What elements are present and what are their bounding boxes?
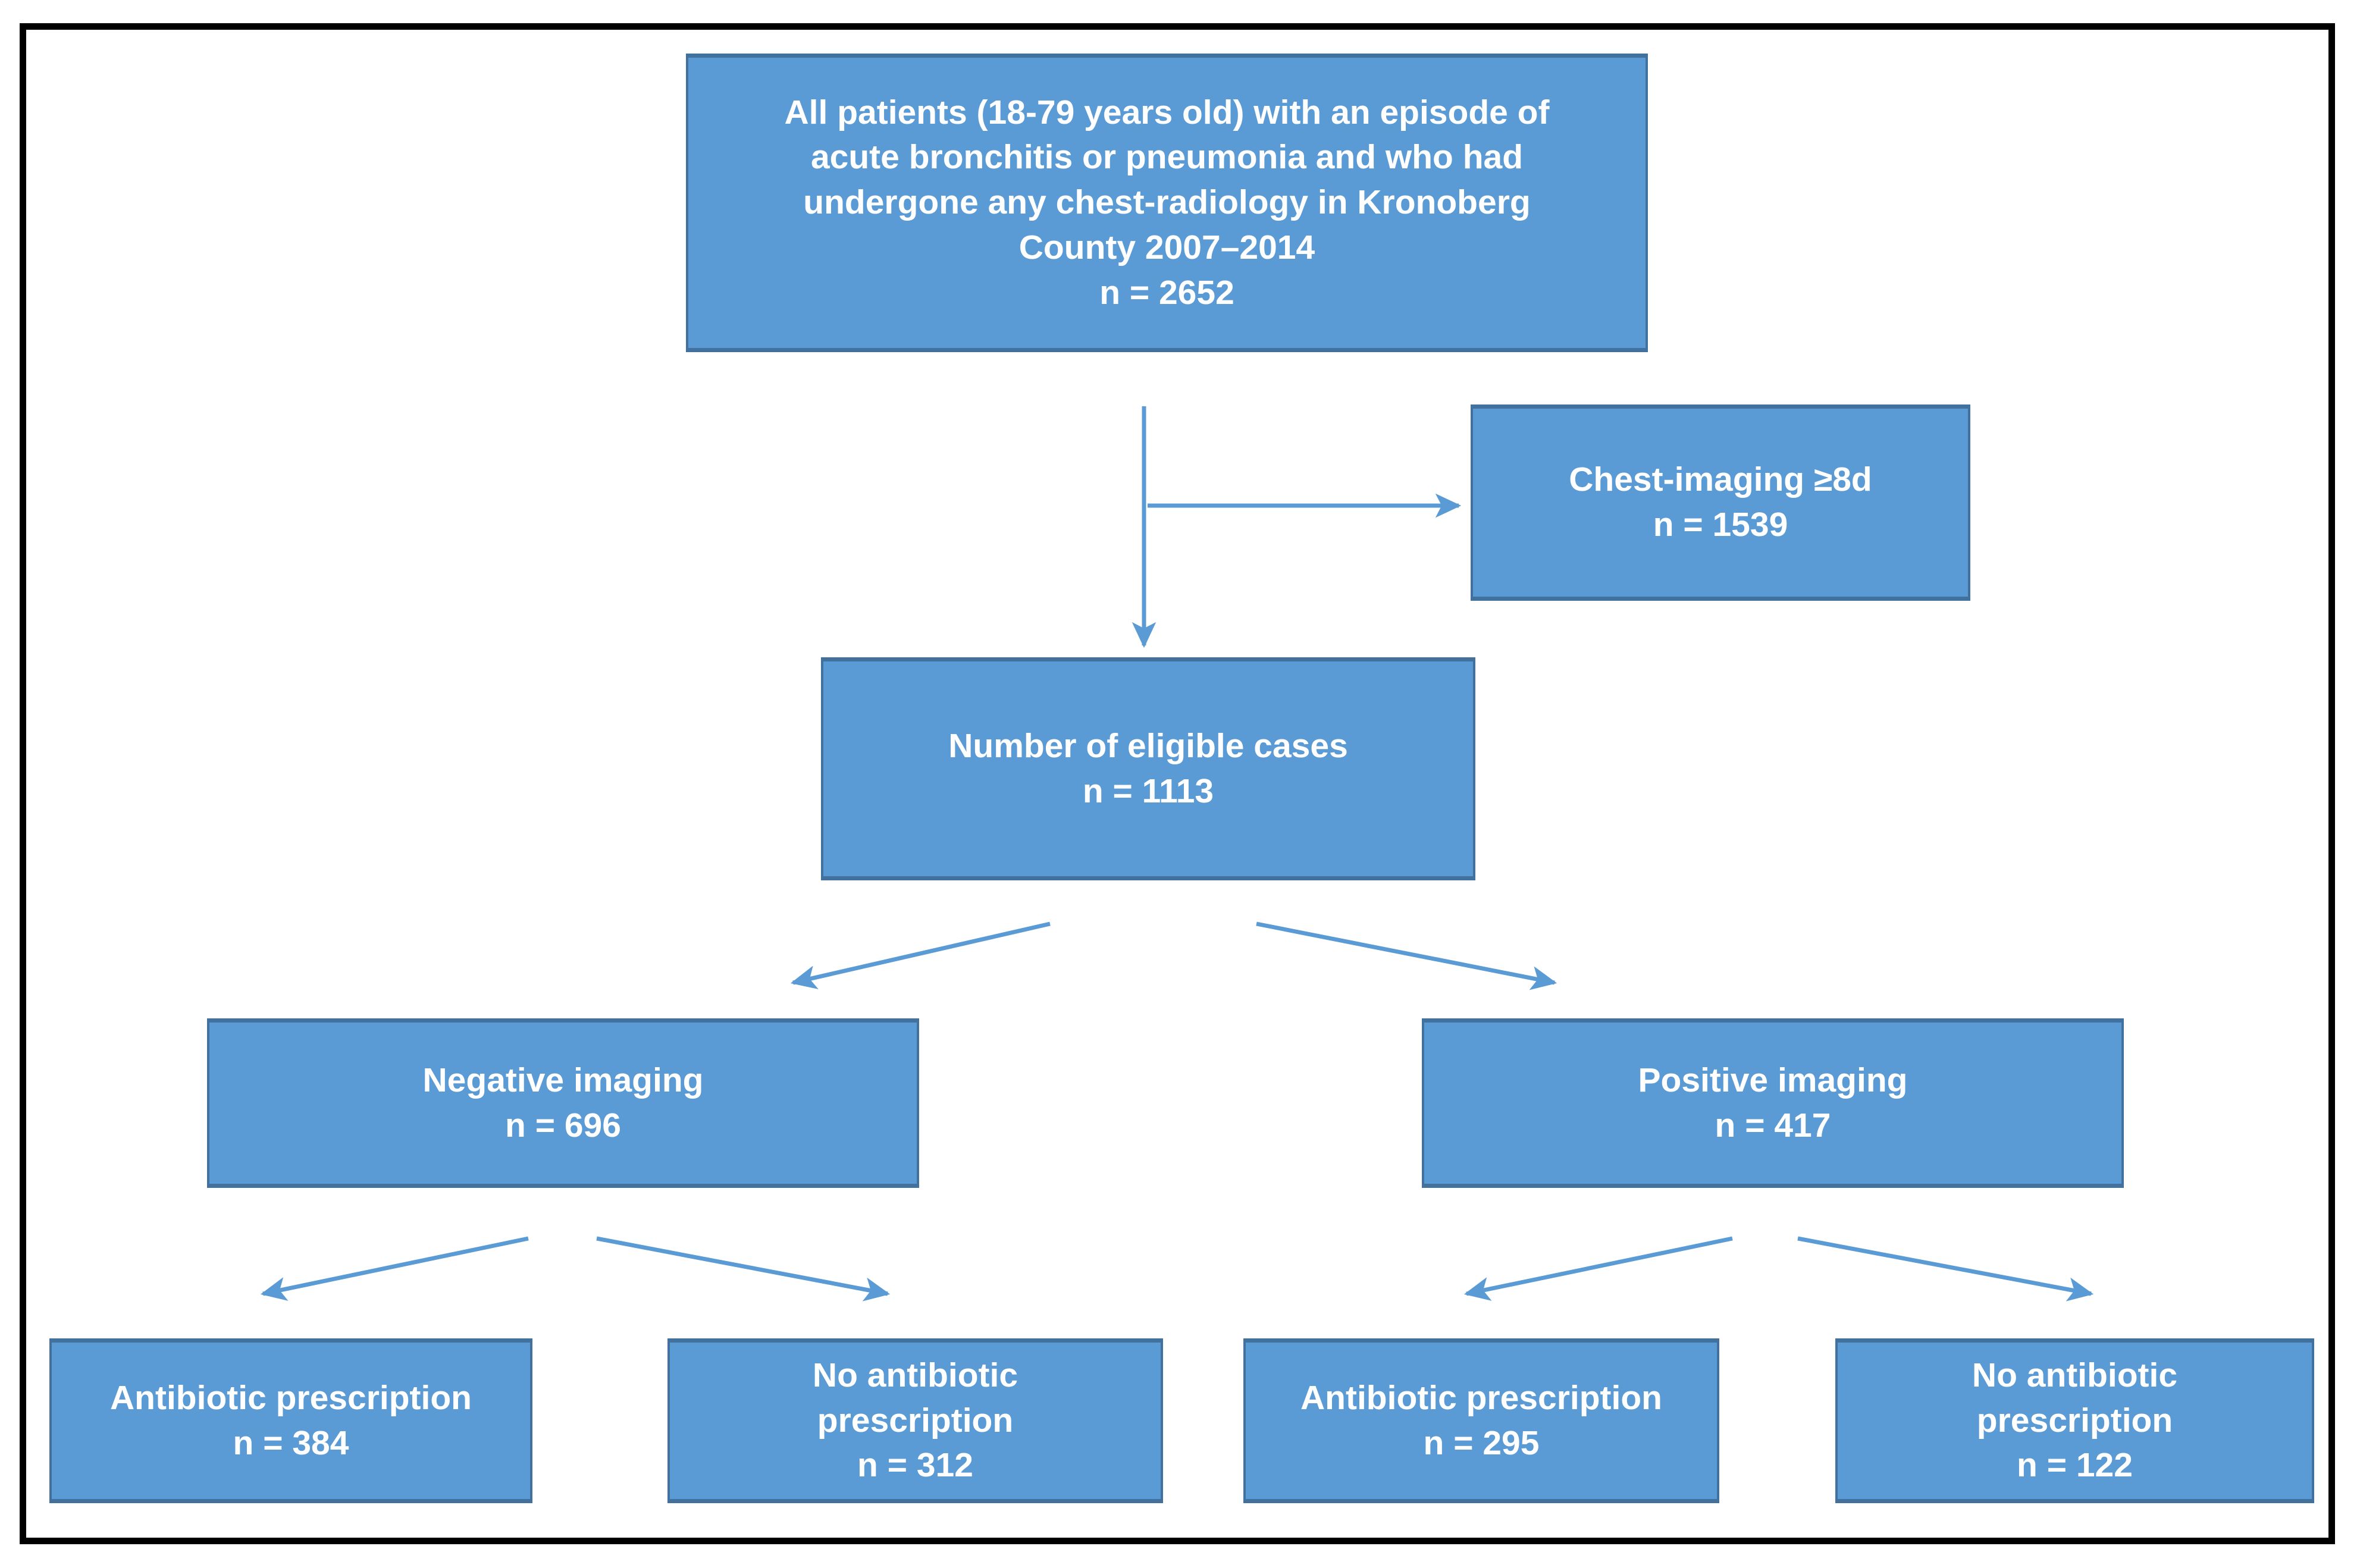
node-positive-imaging-count: n = 417	[1715, 1106, 1831, 1144]
node-positive-imaging-label: Positive imaging	[1638, 1061, 1908, 1099]
node-all-patients-line-1: All patients (18-79 years old) with an e…	[784, 93, 1550, 131]
node-eligible-cases-label: Number of eligible cases	[948, 726, 1348, 765]
node-all-patients-count: n = 2652	[1099, 273, 1234, 312]
node-negative-imaging-label: Negative imaging	[422, 1061, 704, 1099]
node-all-patients-line-2: acute bronchitis or pneumonia and who ha…	[810, 138, 1524, 177]
figure-outer-border	[20, 23, 2335, 1544]
node-negative-no-antibiotic-prescription[interactable]: No antibiotic prescription n = 312	[667, 1338, 1163, 1503]
node-chest-imaging-8d[interactable]: Chest-imaging ≥8d n = 1539	[1471, 404, 1970, 601]
node-negative-no-antibiotic-count: n = 312	[857, 1446, 973, 1485]
node-positive-no-antibiotic-line-2: prescription	[1976, 1401, 2173, 1440]
node-negative-antibiotic-prescription[interactable]: Antibiotic prescription n = 384	[49, 1338, 532, 1503]
node-eligible-cases[interactable]: Number of eligible cases n = 1113	[821, 657, 1475, 880]
node-positive-antibiotic-count: n = 295	[1423, 1423, 1540, 1462]
node-positive-no-antibiotic-count: n = 122	[2017, 1446, 2133, 1485]
node-eligible-cases-count: n = 1113	[1082, 772, 1214, 810]
node-positive-antibiotic-label: Antibiotic prescription	[1300, 1378, 1663, 1417]
node-chest-imaging-8d-label: Chest-imaging ≥8d	[1569, 460, 1872, 499]
node-negative-imaging[interactable]: Negative imaging n = 696	[207, 1018, 919, 1188]
node-positive-antibiotic-prescription[interactable]: Antibiotic prescription n = 295	[1243, 1338, 1719, 1503]
node-negative-antibiotic-label: Antibiotic prescription	[109, 1378, 472, 1417]
node-negative-antibiotic-count: n = 384	[233, 1423, 349, 1462]
node-all-patients-line-3: undergone any chest-radiology in Kronobe…	[803, 183, 1531, 222]
node-chest-imaging-8d-count: n = 1539	[1653, 506, 1788, 544]
node-all-patients-line-4: County 2007–2014	[1018, 228, 1315, 266]
node-positive-no-antibiotic-line-1: No antibiotic	[1972, 1356, 2178, 1394]
node-all-patients[interactable]: All patients (18-79 years old) with an e…	[686, 54, 1648, 352]
node-negative-imaging-count: n = 696	[505, 1106, 621, 1144]
node-negative-no-antibiotic-line-2: prescription	[817, 1401, 1014, 1440]
node-positive-no-antibiotic-prescription[interactable]: No antibiotic prescription n = 122	[1835, 1338, 2314, 1503]
node-negative-no-antibiotic-line-1: No antibiotic	[812, 1356, 1018, 1394]
node-positive-imaging[interactable]: Positive imaging n = 417	[1422, 1018, 2124, 1188]
